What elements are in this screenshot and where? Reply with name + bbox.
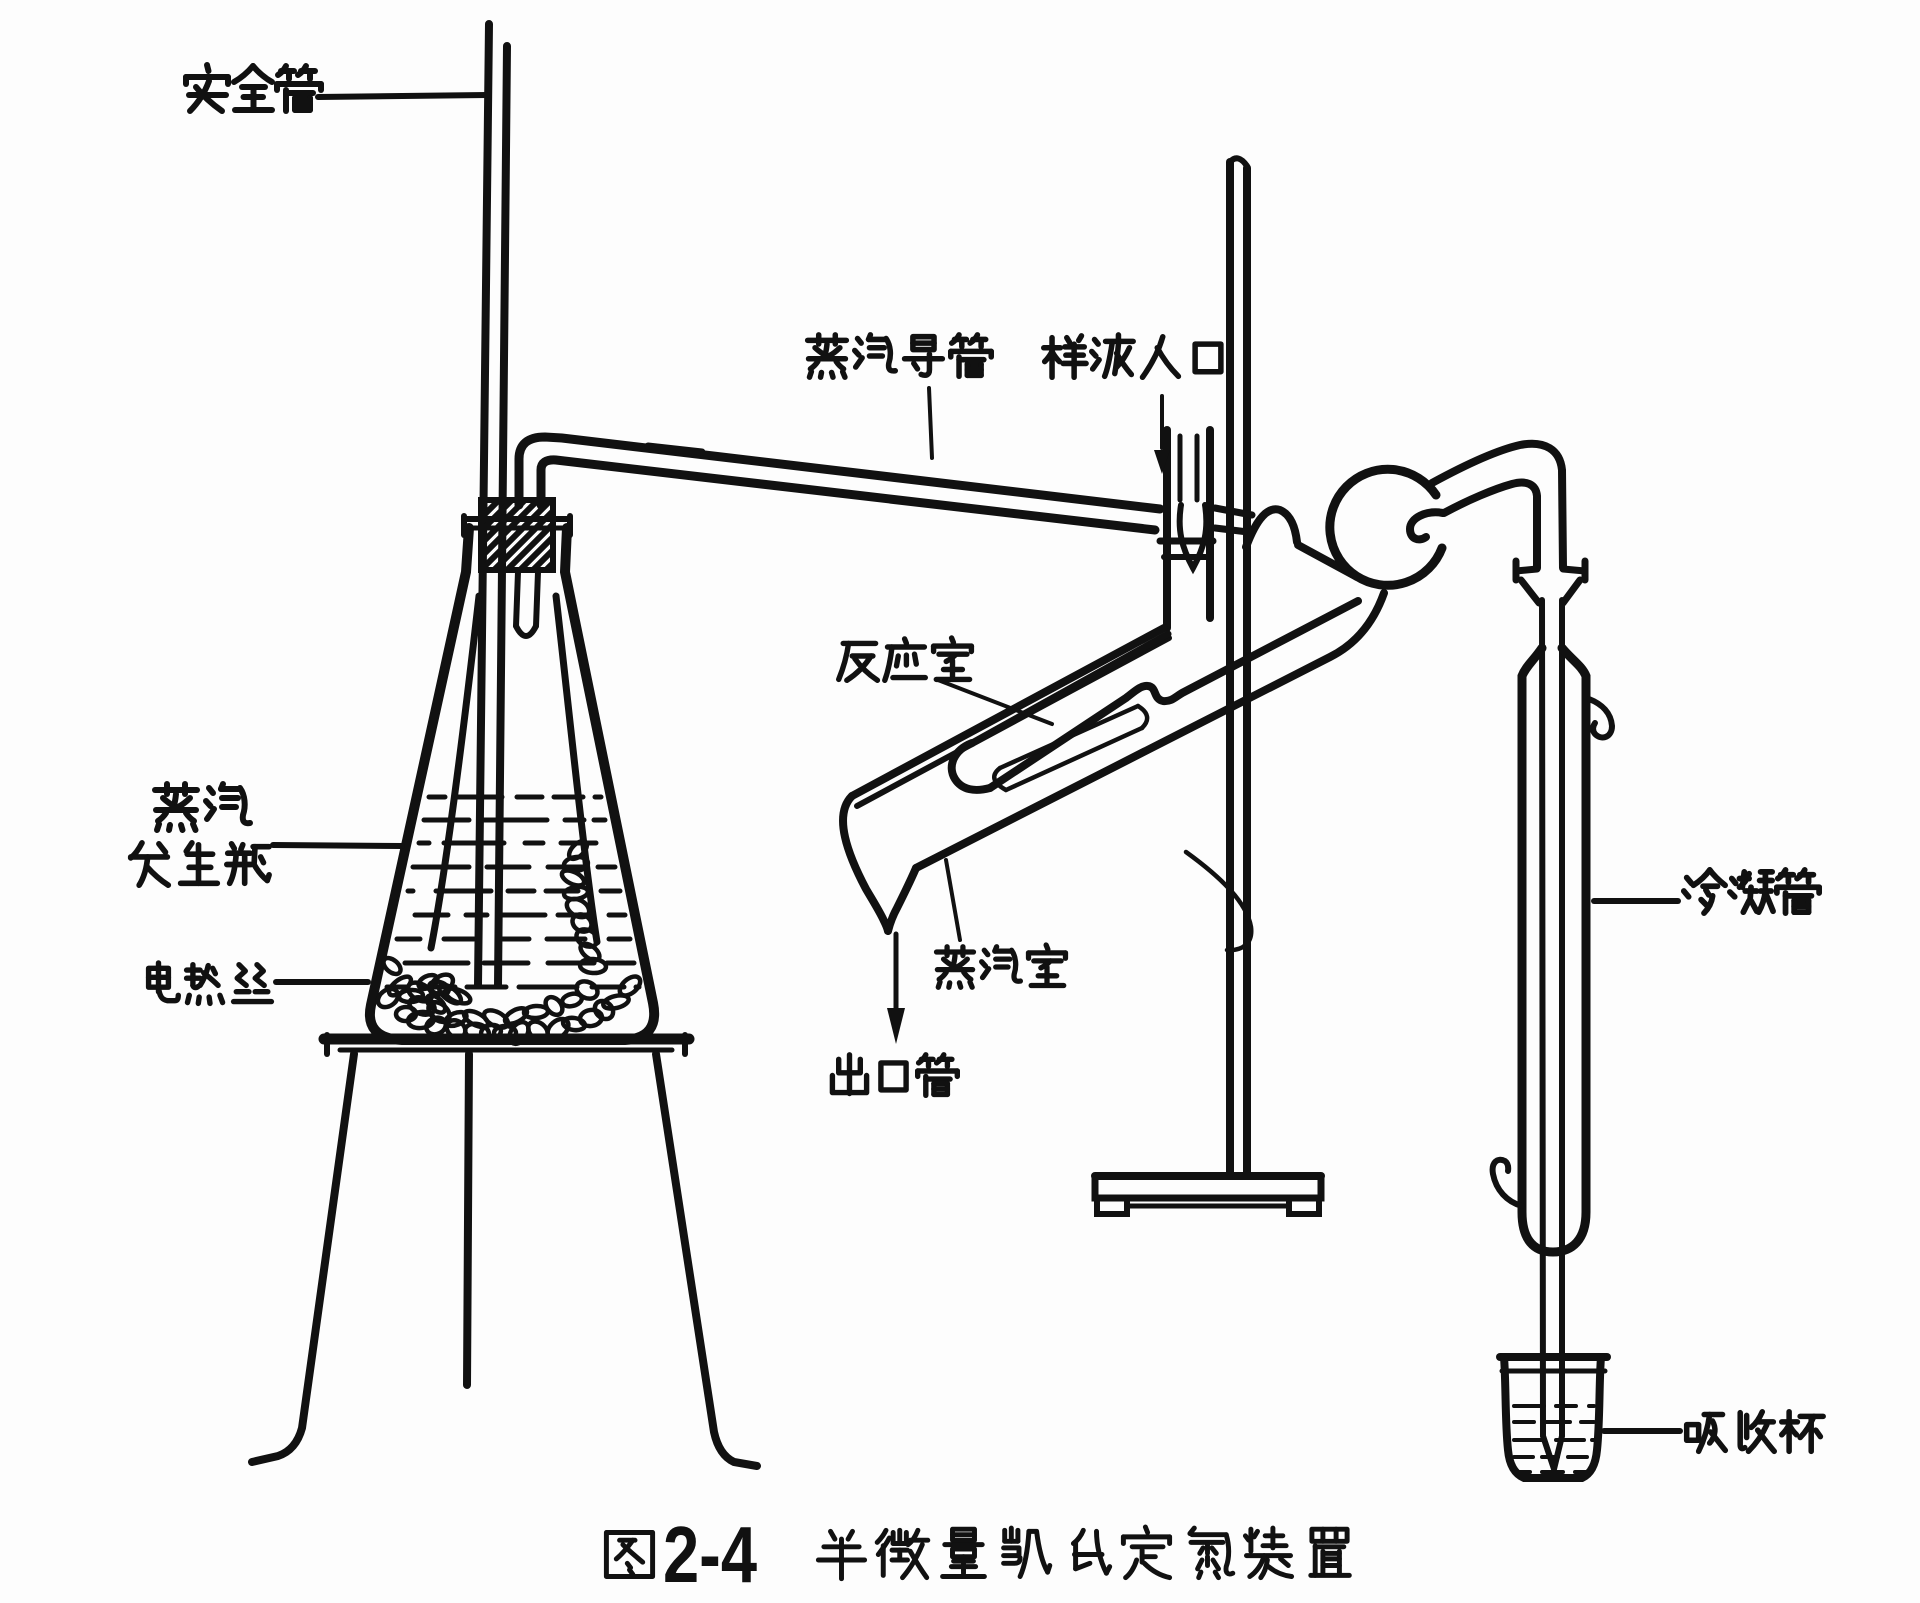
svg-text:2-4: 2-4 [663, 1510, 757, 1599]
